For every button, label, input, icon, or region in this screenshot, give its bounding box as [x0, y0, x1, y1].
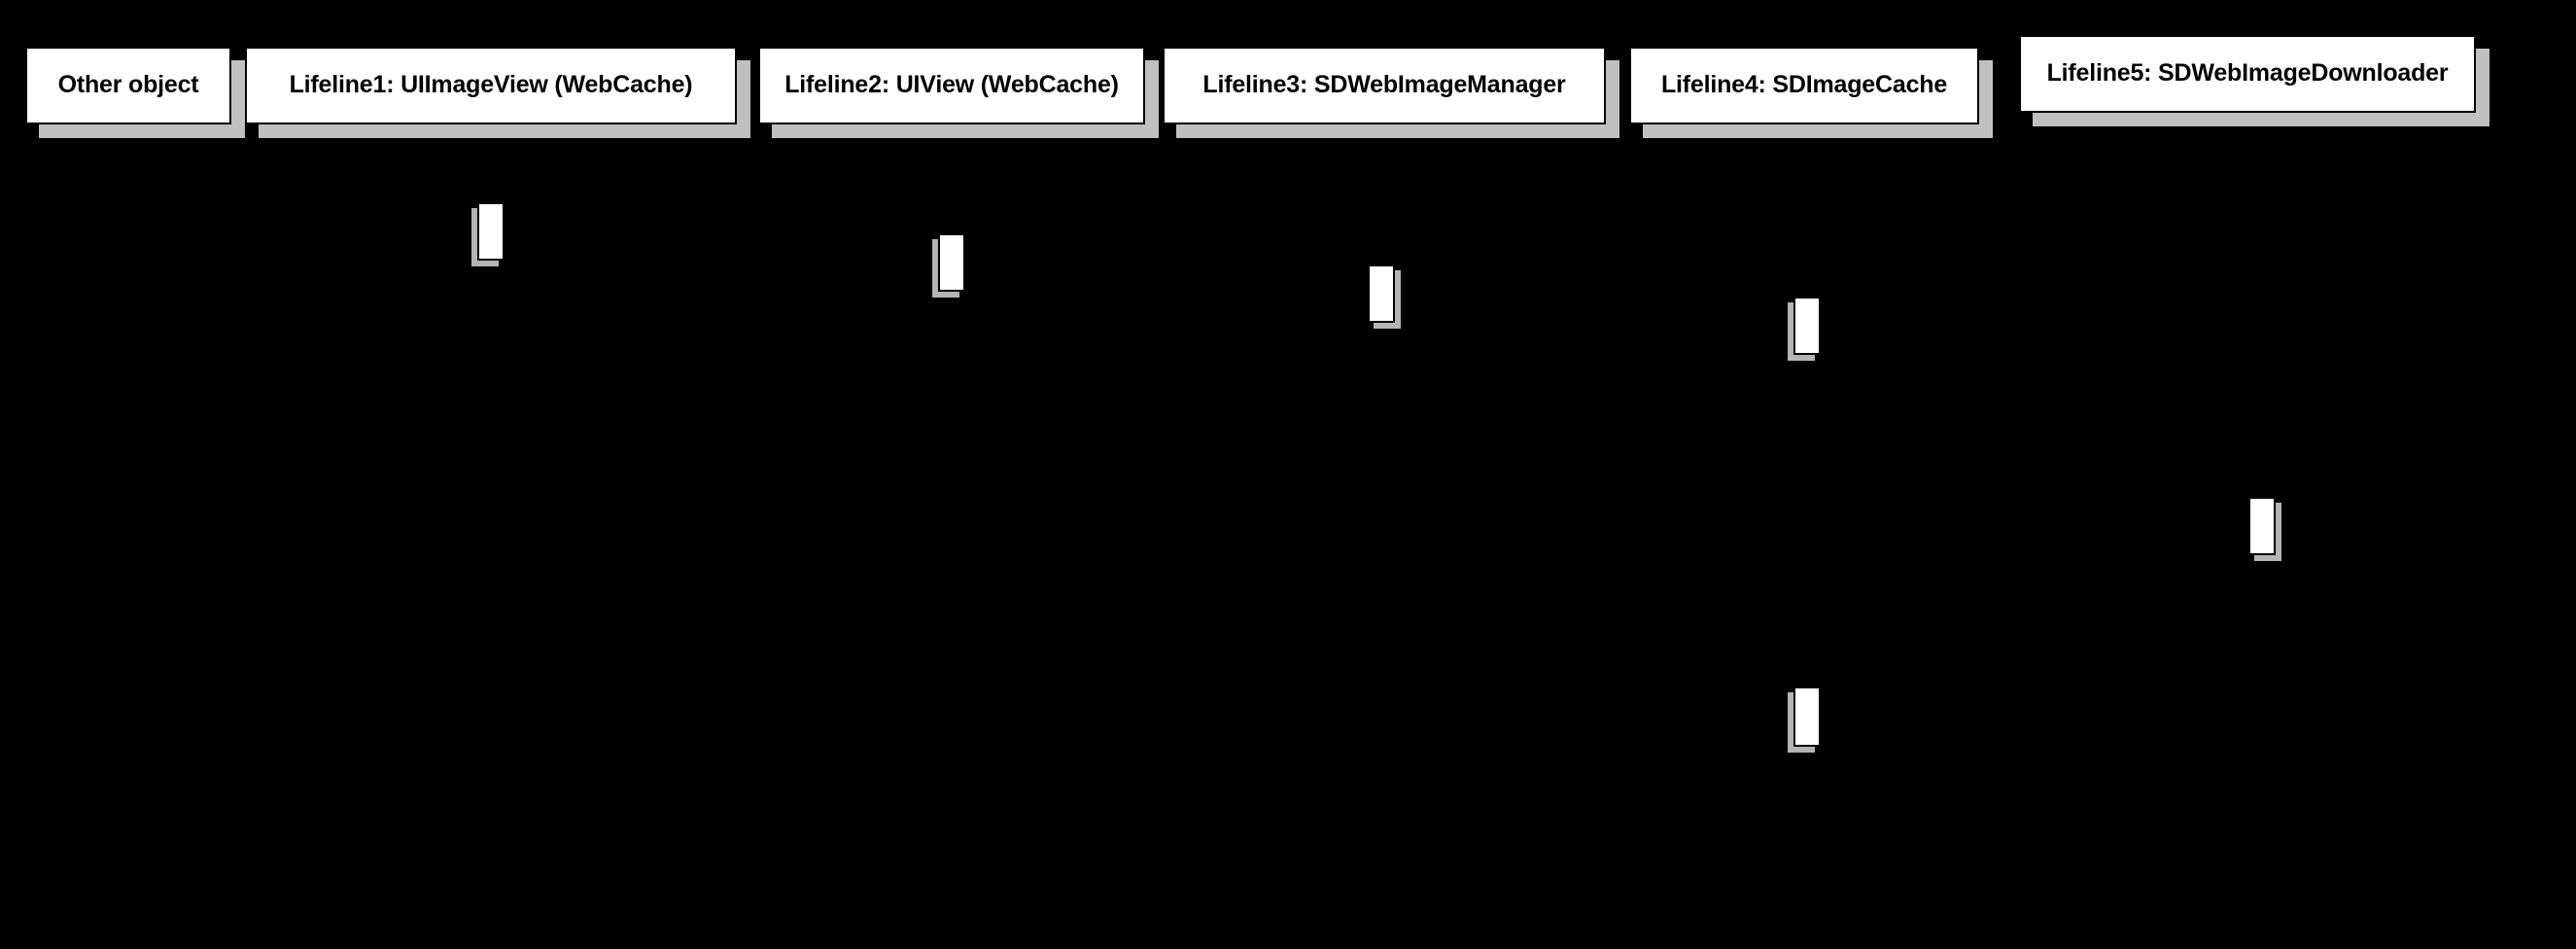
lifeline-head-label-lifeline5: Lifeline5: SDWebImageDownloader	[2046, 59, 2449, 88]
lifeline-head-other-object[interactable]: Other object	[25, 47, 231, 124]
activation-bar-lifeline4-b[interactable]	[1793, 686, 1821, 747]
lifeline-line-other-object	[127, 124, 129, 949]
activation-bar-lifeline4-a[interactable]	[1793, 297, 1821, 355]
activation-bar-lifeline3[interactable]	[1368, 264, 1395, 323]
lifeline-line-lifeline3	[1380, 124, 1382, 949]
lifeline-head-lifeline1[interactable]: Lifeline1: UIImageView (WebCache)	[245, 47, 737, 124]
lifeline-head-label-lifeline2: Lifeline2: UIView (WebCache)	[784, 71, 1119, 99]
message-lifeline4-to-lifeline5	[1821, 497, 2248, 499]
activation-bar-lifeline2[interactable]	[938, 233, 965, 292]
message-lifeline1-to-lifeline2	[505, 233, 938, 235]
message-lifeline3-to-lifeline4	[1395, 297, 1793, 299]
activation-bar-lifeline5[interactable]	[2248, 497, 2276, 555]
lifeline-head-lifeline5[interactable]: Lifeline5: SDWebImageDownloader	[2019, 35, 2476, 113]
lifeline-line-lifeline4	[1805, 124, 1807, 949]
lifeline-head-label-lifeline4: Lifeline4: SDImageCache	[1660, 71, 1948, 99]
lifeline-head-lifeline4[interactable]: Lifeline4: SDImageCache	[1629, 47, 1979, 124]
lifeline-head-label-lifeline1: Lifeline1: UIImageView (WebCache)	[289, 71, 693, 99]
lifeline-head-lifeline2[interactable]: Lifeline2: UIView (WebCache)	[758, 47, 1145, 124]
message-other-object-to-lifeline1	[128, 202, 477, 204]
lifeline-line-lifeline1	[490, 124, 492, 949]
lifeline-head-lifeline3[interactable]: Lifeline3: SDWebImageManager	[1163, 47, 1606, 124]
message-lifeline2-to-lifeline3	[965, 264, 1368, 266]
activation-bar-lifeline1[interactable]	[477, 202, 505, 261]
message-lifeline5-to-lifeline4	[1821, 686, 2248, 688]
lifeline-line-lifeline2	[951, 124, 953, 949]
lifeline-head-label-other-object: Other object	[57, 71, 199, 99]
lifeline-head-label-lifeline3: Lifeline3: SDWebImageManager	[1202, 71, 1566, 99]
